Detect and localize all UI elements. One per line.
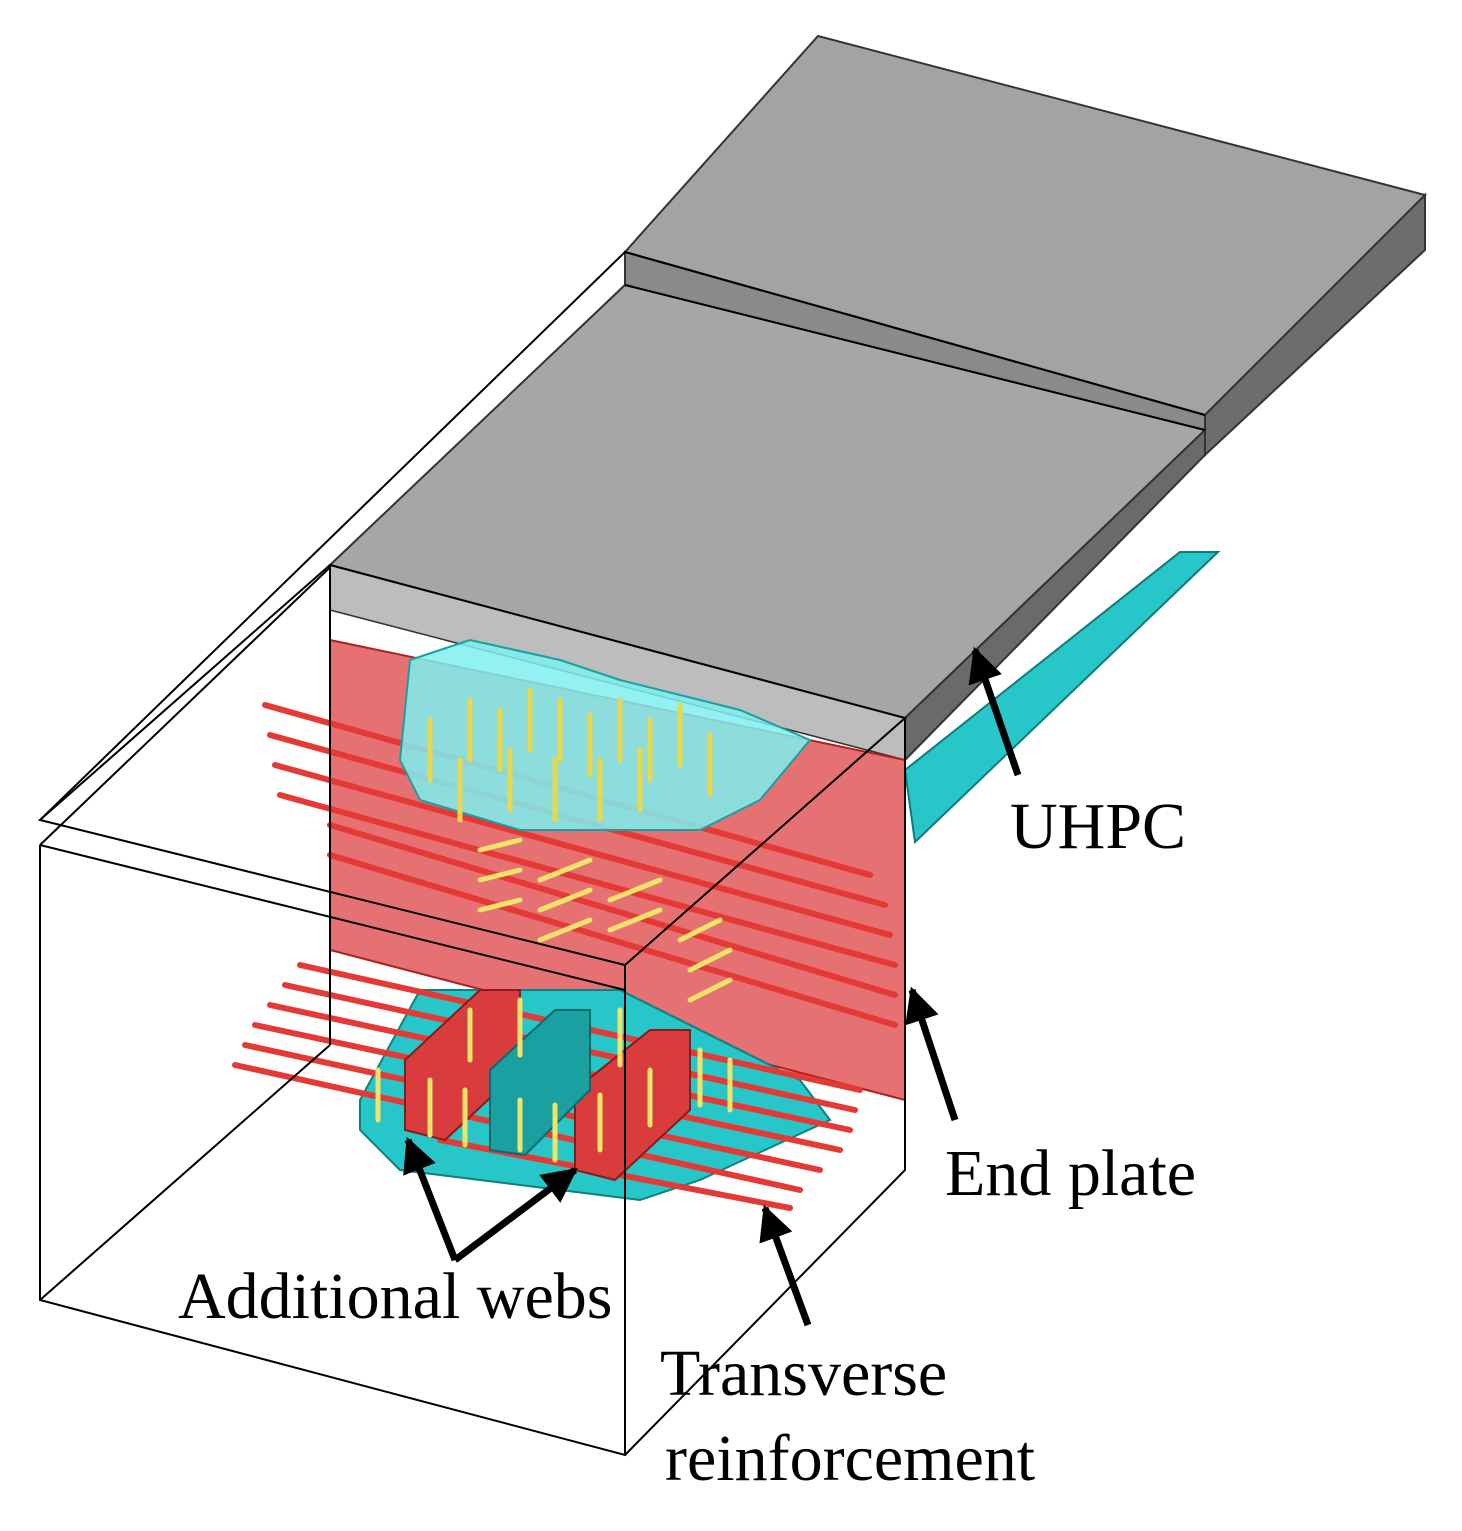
uhpc-label: UHPC [1010, 790, 1186, 863]
web-studs [477, 837, 733, 1003]
annotation-arrows [403, 646, 1022, 1327]
additional-webs-label: Additional webs [178, 1260, 612, 1333]
top-flange-studs [427, 687, 713, 823]
additional-webs [404, 989, 691, 1182]
concrete-block-outline-front [37, 284, 1206, 1457]
end-plate-rebars [262, 702, 898, 1028]
steel-flange-strip [903, 551, 1221, 845]
bottom-flange-studs [375, 997, 733, 1163]
transverse-label-line1: Transverse [660, 1337, 947, 1410]
transverse-label-line2: reinforcement [665, 1422, 1035, 1495]
end-plate-label: End plate [945, 1137, 1196, 1210]
